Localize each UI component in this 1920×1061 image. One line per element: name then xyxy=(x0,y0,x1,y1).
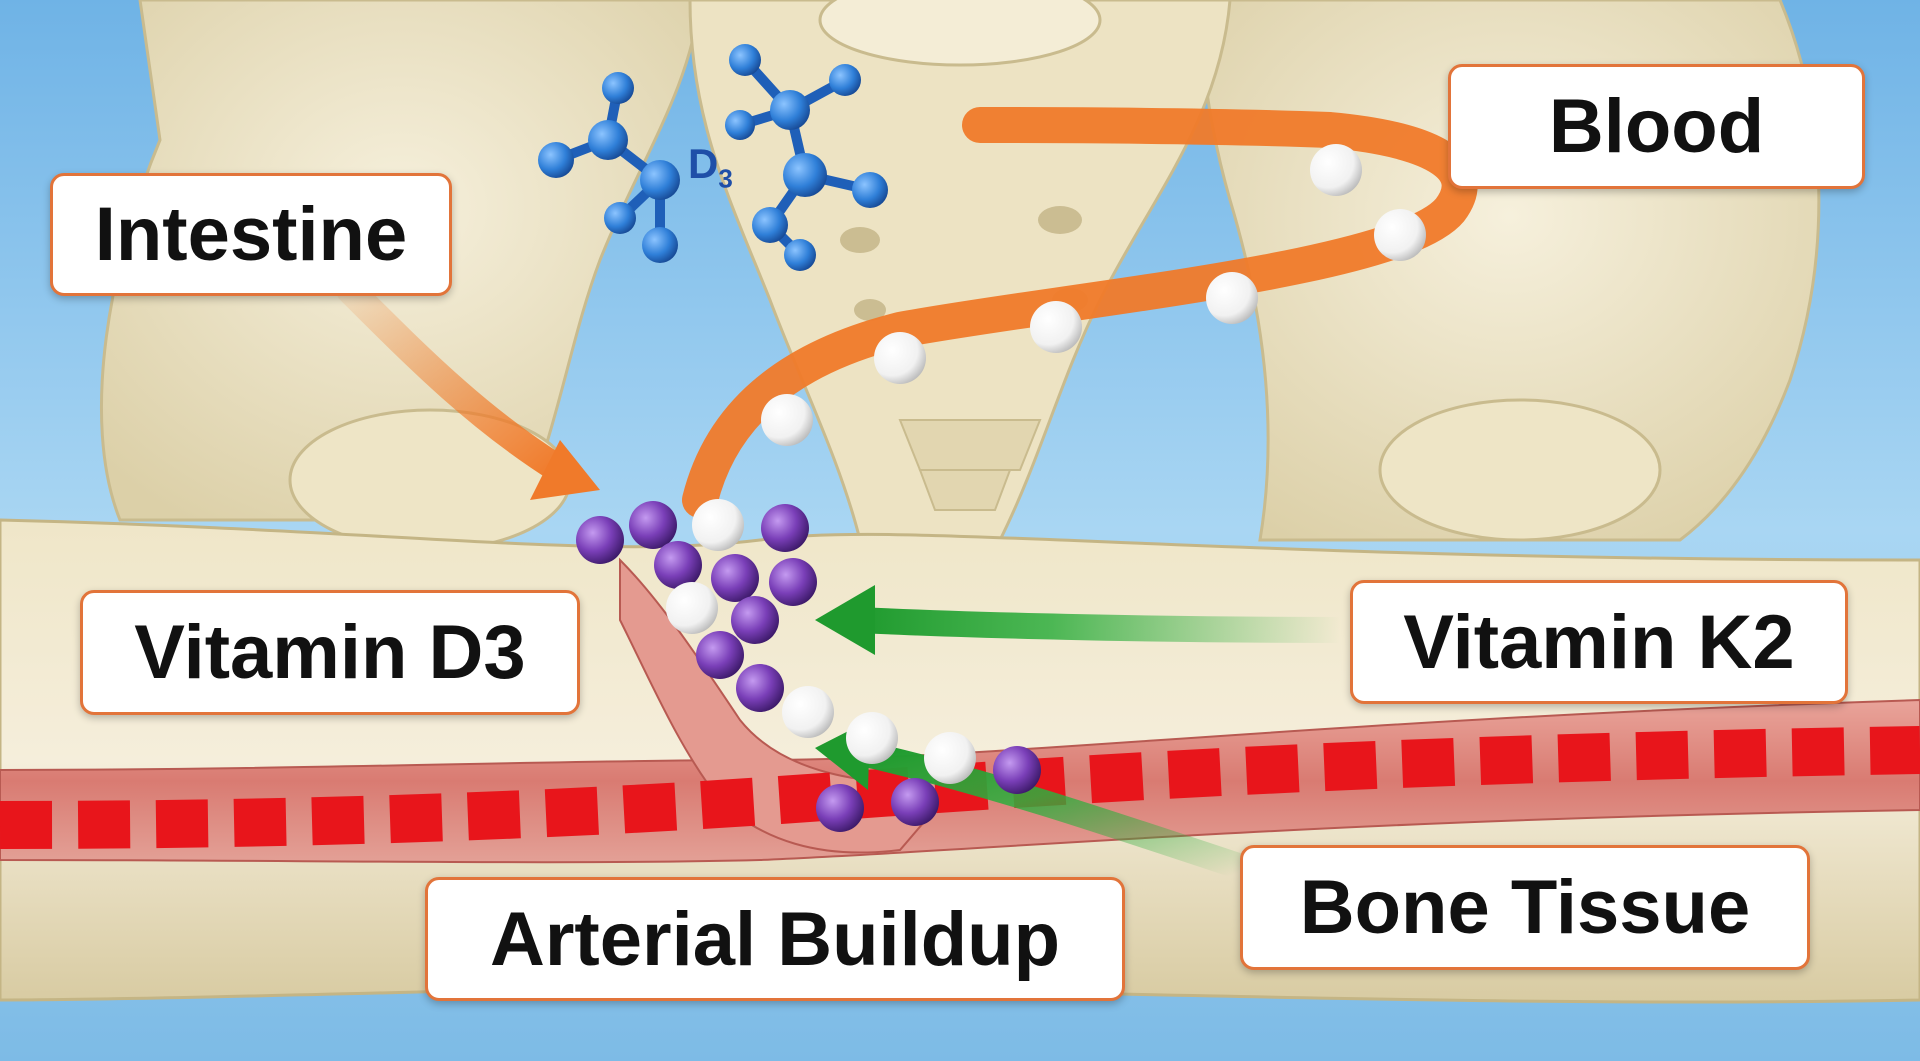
blood-label: Blood xyxy=(1448,64,1865,189)
intestine-arrow xyxy=(336,276,600,500)
vitamin-d3-molecule-atoms xyxy=(538,44,888,271)
molecule-label: D3 xyxy=(688,140,733,194)
vitamin-d3-label: Vitamin D3 xyxy=(80,590,580,715)
vitamin-k2-label: Vitamin K2 xyxy=(1350,580,1848,704)
vitamin-k2-arrows xyxy=(815,585,1353,883)
arterial-buildup-label: Arterial Buildup xyxy=(425,877,1125,1001)
molecule-label-base: D xyxy=(688,140,719,187)
intestine-label: Intestine xyxy=(50,173,452,296)
plaque-particle-cluster xyxy=(576,499,1041,832)
blood-route-particles xyxy=(761,144,1426,446)
bone-tissue-label: Bone Tissue xyxy=(1240,845,1810,970)
molecule-label-subscript: 3 xyxy=(718,163,733,194)
